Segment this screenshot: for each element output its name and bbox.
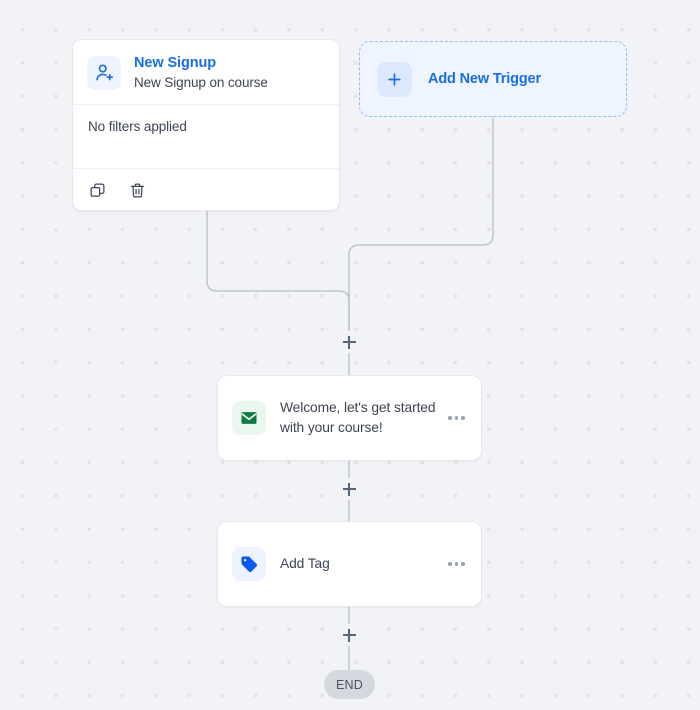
trigger-card-text: New Signup New Signup on course <box>134 54 268 91</box>
delete-icon[interactable] <box>125 178 149 202</box>
trigger-card[interactable]: New Signup New Signup on course No filte… <box>72 39 340 211</box>
plus-icon <box>377 61 412 97</box>
trigger-title: New Signup <box>134 55 216 72</box>
connector-addtrigger-to-trunk <box>348 117 494 334</box>
ellipsis-icon[interactable] <box>446 410 467 426</box>
connector-trigger-to-trunk <box>206 211 350 334</box>
add-new-trigger-button[interactable]: Add New Trigger <box>359 41 627 117</box>
node-add-tag[interactable]: Add Tag <box>217 521 482 607</box>
add-step-button-1[interactable] <box>338 331 360 353</box>
add-new-trigger-label: Add New Trigger <box>428 71 541 87</box>
trigger-card-actions <box>73 169 339 210</box>
envelope-icon <box>232 401 266 435</box>
add-step-button-3[interactable] <box>338 624 360 646</box>
node-add-tag-label: Add Tag <box>280 556 330 572</box>
ellipsis-icon[interactable] <box>446 556 467 572</box>
person-add-icon <box>87 55 121 90</box>
node-email[interactable]: Welcome, let's get started with your cou… <box>217 375 482 461</box>
trigger-filters-text: No filters applied <box>73 105 339 169</box>
trigger-subtitle: New Signup on course <box>134 74 268 90</box>
add-step-button-2[interactable] <box>338 478 360 500</box>
duplicate-icon[interactable] <box>85 178 109 202</box>
end-badge[interactable]: END <box>324 670 375 699</box>
node-email-label: Welcome, let's get started with your cou… <box>280 400 436 435</box>
tag-icon <box>232 547 266 581</box>
trigger-card-header: New Signup New Signup on course <box>73 40 339 105</box>
